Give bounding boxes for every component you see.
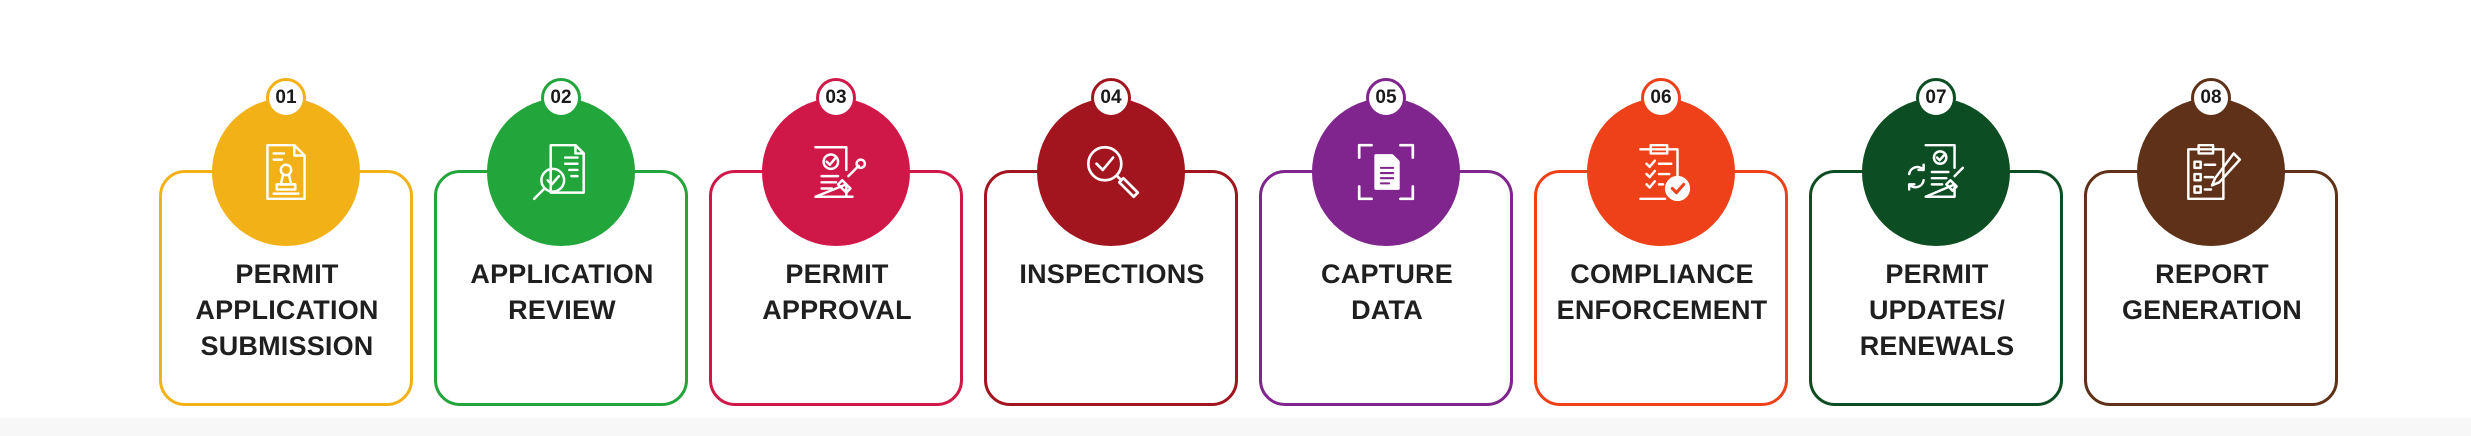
step-icon-circle — [1312, 98, 1460, 246]
step-title: PERMIT APPROVAL — [762, 259, 912, 325]
step-icon-circle — [2137, 98, 2285, 246]
clipboard-check-icon — [1639, 143, 1691, 202]
document-magnifier-check-icon — [532, 143, 585, 201]
step-title: APPLICATION REVIEW — [470, 259, 654, 325]
step-permit-approval: 03 PERMIT APPROVAL — [709, 74, 965, 414]
step-number-badge: 01 — [266, 78, 306, 118]
step-title: PERMIT UPDATES/ RENEWALS — [1859, 259, 2015, 361]
step-number-badge: 05 — [1366, 78, 1406, 118]
document-scan-icon — [1357, 143, 1415, 201]
step-icon-circle — [212, 98, 360, 246]
step-application-review: 02 APPLICATION REVIEW — [434, 74, 690, 414]
step-title: CAPTURE DATA — [1321, 259, 1453, 325]
step-number-badge: 06 — [1641, 78, 1681, 118]
step-number-badge: 07 — [1916, 78, 1956, 118]
magnifier-check-icon — [1086, 145, 1140, 199]
step-permit-application-submission: 01 PERMIT APPLICATION SUBMISSION — [159, 74, 415, 414]
step-icon-circle — [1862, 98, 2010, 246]
step-number-badge: 03 — [816, 78, 856, 118]
document-renew-stamp-icon — [1907, 143, 1965, 198]
step-capture-data: 05 CAPTURE DATA — [1259, 74, 1515, 414]
document-approval-stamp-icon — [814, 146, 867, 198]
step-number-badge: 08 — [2191, 78, 2231, 118]
document-stamp-icon — [266, 143, 306, 201]
step-icon-circle — [487, 98, 635, 246]
step-compliance-enforcement: 06 COMPLIANCE ENFORCEMENT — [1534, 74, 1790, 414]
bottom-band — [0, 418, 2471, 436]
step-inspections: 04 INSPECTIONS — [984, 74, 1240, 414]
step-icon-circle — [762, 98, 910, 246]
step-title: PERMIT APPLICATION SUBMISSION — [195, 259, 379, 361]
step-title: REPORT GENERATION — [2121, 259, 2302, 325]
clipboard-pencil-icon — [2187, 143, 2242, 201]
step-number-badge: 04 — [1091, 78, 1131, 118]
step-title: COMPLIANCE ENFORCEMENT — [1556, 259, 1768, 325]
step-title: INSPECTIONS — [1019, 259, 1205, 289]
step-number-badge: 02 — [541, 78, 581, 118]
step-icon-circle — [1587, 98, 1735, 246]
step-icon-circle — [1037, 98, 1185, 246]
step-report-generation: 08 REPORT GENERATION — [2084, 74, 2340, 414]
step-permit-updates-renewals: 07 PERMIT UPDATES/ RENEWALS — [1809, 74, 2065, 414]
